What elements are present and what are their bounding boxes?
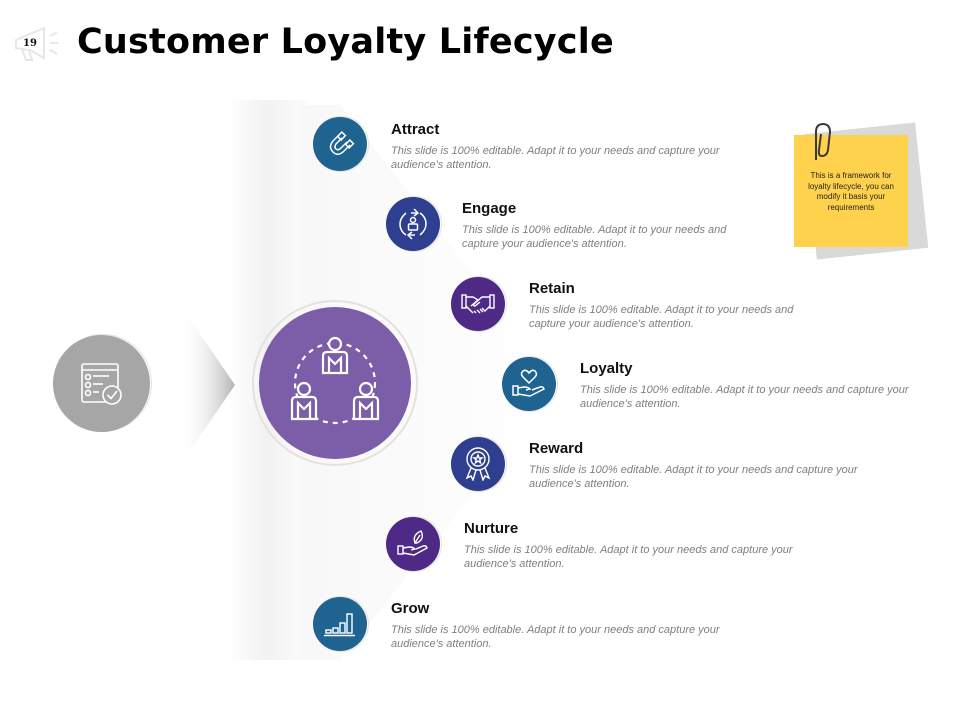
step-description: This slide is 100% editable. Adapt it to… xyxy=(580,384,909,410)
step-description: This slide is 100% editable. Adapt it to… xyxy=(529,304,794,330)
step-node-grow xyxy=(313,597,367,651)
magnet-icon xyxy=(329,131,355,155)
step-title: Engage xyxy=(462,200,517,217)
team-network-icon xyxy=(290,336,380,425)
step-node-nurture xyxy=(386,517,440,571)
step-title: Nurture xyxy=(464,520,519,537)
step-description: This slide is 100% editable. Adapt it to… xyxy=(391,145,720,171)
page-title: Customer Loyalty Lifecycle xyxy=(77,22,614,62)
step-node-loyalty xyxy=(502,357,556,411)
step-node-engage xyxy=(386,197,440,251)
paperclip-icon xyxy=(815,122,832,160)
user-cycle-icon xyxy=(399,208,427,240)
step-description: This slide is 100% editable. Adapt it to… xyxy=(462,224,727,250)
step-node-attract xyxy=(313,117,367,171)
step-node-retain xyxy=(451,277,505,331)
step-description: This slide is 100% editable. Adapt it to… xyxy=(391,624,720,650)
sticky-note xyxy=(794,135,908,247)
step-title: Retain xyxy=(529,280,575,297)
step-title: Attract xyxy=(391,121,440,138)
step-node-reward xyxy=(451,437,505,491)
award-badge-icon xyxy=(465,447,491,481)
step-description: This slide is 100% editable. Adapt it to… xyxy=(464,544,793,570)
step-title: Loyalty xyxy=(580,360,633,377)
handshake-icon xyxy=(461,294,495,314)
heart-hand-icon xyxy=(512,369,545,397)
megaphone-icon xyxy=(15,26,58,61)
leaf-hand-icon xyxy=(397,530,428,556)
sticky-note-text: This is a framework for loyalty lifecycl… xyxy=(808,171,894,212)
slide-number: 19 xyxy=(23,38,37,49)
center-node-ring xyxy=(252,300,418,466)
bar-growth-icon xyxy=(324,613,355,637)
step-title: Grow xyxy=(391,600,430,617)
step-title: Reward xyxy=(529,440,584,457)
step-description: This slide is 100% editable. Adapt it to… xyxy=(529,464,858,490)
center-node xyxy=(259,307,411,459)
checklist-icon xyxy=(80,362,122,405)
input-node xyxy=(53,335,150,432)
